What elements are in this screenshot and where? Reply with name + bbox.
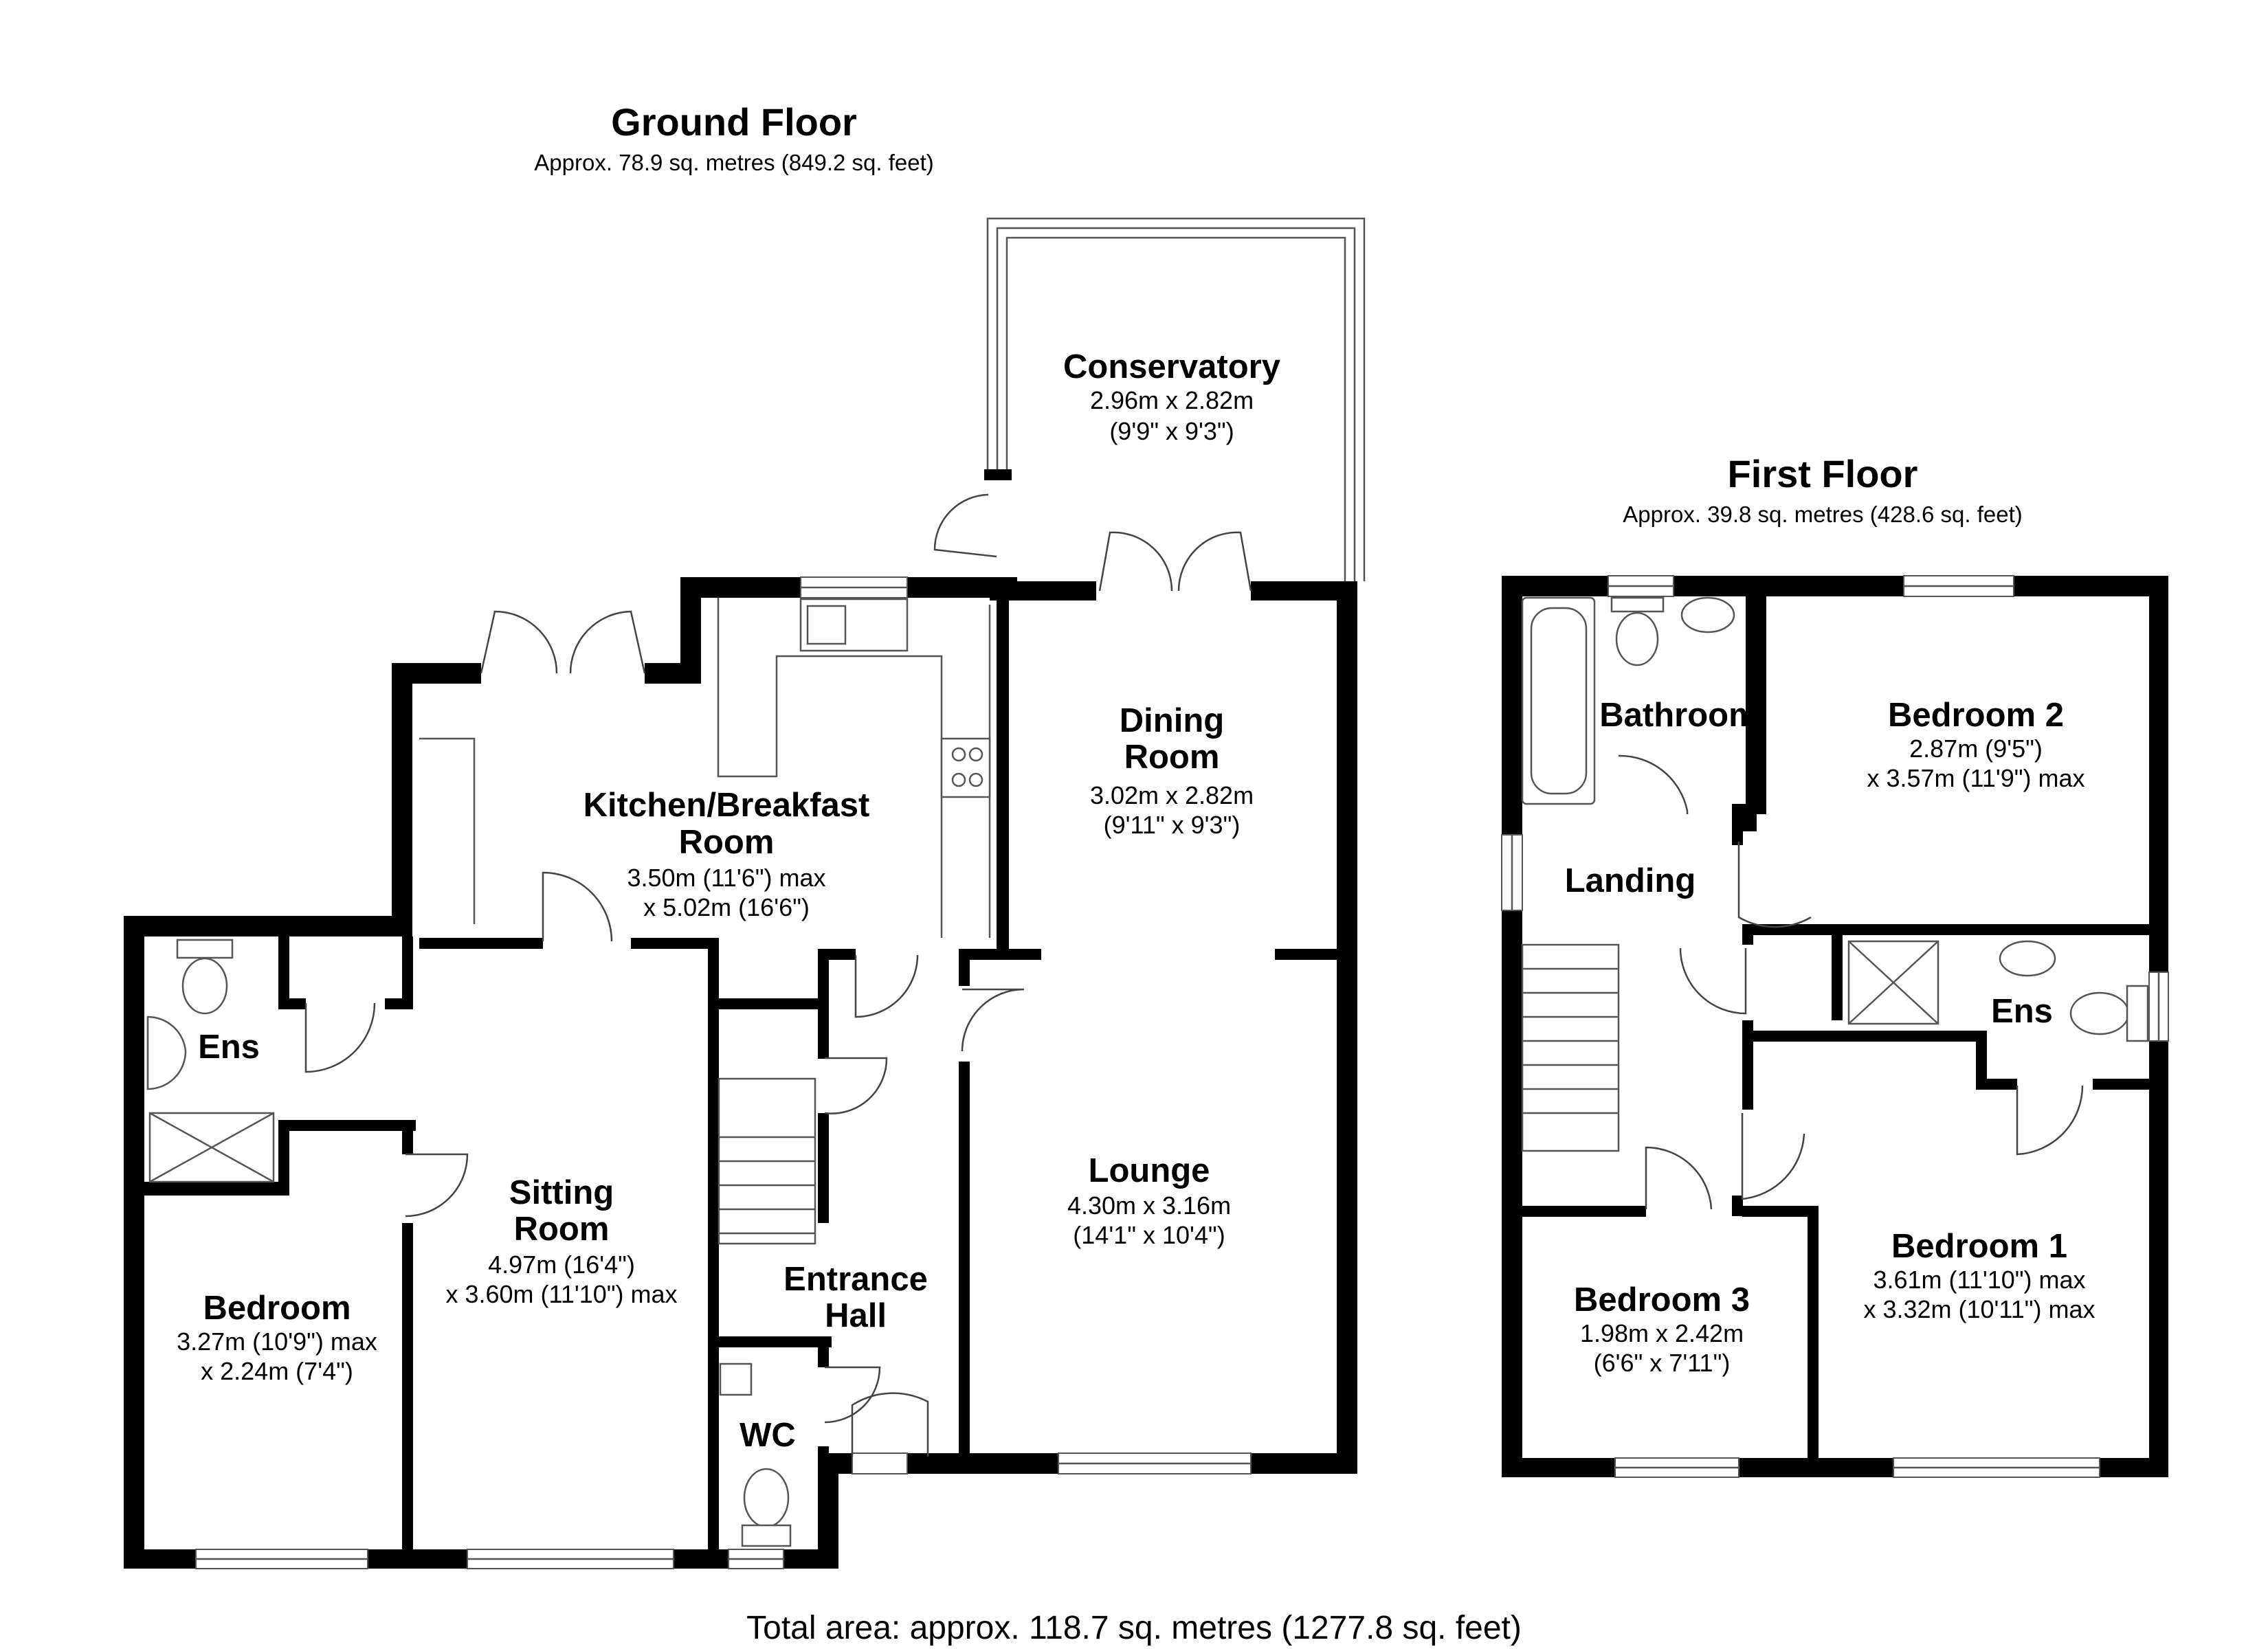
room-lounge: Lounge 4.30m x 3.16m (14'1" x 10'4") [1067, 1152, 1231, 1249]
room-ensuite-ground: Ens [198, 1029, 260, 1066]
first-windows [1501, 575, 2169, 1478]
room-dimensions: 4.30m x 3.16m [1067, 1191, 1231, 1220]
ground-floor-title: Ground Floor [611, 100, 857, 144]
room-dimensions: x 3.32m (10'11") max [1863, 1295, 2095, 1323]
room-name: WC [740, 1417, 796, 1454]
ground-windows [195, 576, 1252, 1569]
room-dimensions: x 3.57m (11'9") max [1867, 764, 2084, 792]
room-name: Landing [1565, 862, 1696, 899]
ground-floor-heading: Ground Floor Approx. 78.9 sq. metres (84… [534, 100, 933, 175]
room-dimensions: 3.50m (11'6") max [627, 864, 825, 892]
room-name: Hall [825, 1297, 887, 1334]
first-floor-heading: First Floor Approx. 39.8 sq. metres (428… [1623, 452, 2022, 527]
room-name: Dining [1120, 702, 1224, 739]
room-dimensions: x 3.60m (11'10") max [445, 1280, 677, 1308]
room-sitting: Sitting Room 4.97m (16'4") x 3.60m (11'1… [445, 1174, 677, 1308]
room-dimensions: 2.96m x 2.82m [1090, 386, 1254, 414]
room-name: Bedroom 1 [1891, 1228, 2067, 1265]
conservatory-frame [984, 217, 1366, 581]
first-doors [1618, 754, 2084, 1210]
ground-floor-plan: Ground Floor Approx. 78.9 sq. metres (84… [124, 100, 1366, 1569]
room-dimensions: x 5.02m (16'6") [643, 893, 810, 921]
room-dimensions: 3.61m (11'10") max [1873, 1266, 2085, 1294]
room-dining: Dining Room 3.02m x 2.82m (9'11" x 9'3") [1090, 702, 1254, 839]
room-name: Lounge [1089, 1152, 1210, 1189]
total-area: Total area: approx. 118.7 sq. metres (12… [746, 1610, 1522, 1646]
room-name: Kitchen/Breakfast [583, 787, 870, 824]
room-name: Conservatory [1063, 348, 1280, 385]
first-floor-plan: First Floor Approx. 39.8 sq. metres (428… [1501, 452, 2169, 1478]
room-name: Bedroom [203, 1290, 351, 1327]
room-dimensions: 4.97m (16'4") [488, 1250, 635, 1279]
room-dimensions: (6'6" x 7'11") [1594, 1349, 1731, 1377]
ground-floor-area: Approx. 78.9 sq. metres (849.2 sq. feet) [534, 150, 933, 175]
room-bathroom: Bathroom [1599, 697, 1758, 734]
ground-fixtures [146, 598, 991, 1547]
room-name: Room [1124, 739, 1220, 776]
room-name: Bedroom 2 [1888, 697, 2064, 734]
first-interior-walls [1515, 587, 2155, 1467]
room-name: Ens [198, 1029, 260, 1066]
ground-interior-walls [137, 581, 1344, 1553]
room-name: Bathroom [1599, 697, 1758, 734]
ground-doors [304, 493, 1252, 1457]
room-dimensions: 1.98m x 2.42m [1580, 1319, 1744, 1347]
room-landing: Landing [1565, 862, 1696, 899]
ground-exterior-walls [124, 577, 1357, 1569]
room-wc: WC [740, 1417, 796, 1454]
room-entrance-hall: Entrance Hall [783, 1261, 928, 1334]
room-name: Ens [1991, 993, 2053, 1030]
room-bedroom-ground: Bedroom 3.27m (10'9") max x 2.24m (7'4") [177, 1290, 377, 1385]
room-name: Room [514, 1211, 610, 1248]
first-floor-title: First Floor [1728, 452, 1918, 495]
room-dimensions: (9'9" x 9'3") [1109, 417, 1234, 445]
room-conservatory: Conservatory 2.96m x 2.82m (9'9" x 9'3") [1063, 348, 1280, 445]
room-dimensions: x 2.24m (7'4") [201, 1357, 353, 1385]
room-name: Bedroom 3 [1574, 1281, 1750, 1319]
room-name: Sitting [509, 1174, 614, 1211]
room-dimensions: 3.27m (10'9") max [177, 1327, 377, 1356]
room-ensuite-first: Ens [1991, 993, 2053, 1030]
room-bedroom-1: Bedroom 1 3.61m (11'10") max x 3.32m (10… [1863, 1228, 2095, 1323]
room-dimensions: (14'1" x 10'4") [1073, 1221, 1225, 1249]
room-bedroom-2: Bedroom 2 2.87m (9'5") x 3.57m (11'9") m… [1867, 697, 2084, 792]
first-floor-area: Approx. 39.8 sq. metres (428.6 sq. feet) [1623, 502, 2022, 527]
room-name: Room [679, 824, 775, 861]
first-fixtures [1521, 596, 2149, 1152]
room-kitchen: Kitchen/Breakfast Room 3.50m (11'6") max… [583, 787, 870, 921]
room-name: Entrance [783, 1261, 928, 1298]
room-dimensions: (9'11" x 9'3") [1104, 811, 1241, 839]
room-bedroom-3: Bedroom 3 1.98m x 2.42m (6'6" x 7'11") [1574, 1281, 1750, 1377]
room-dimensions: 3.02m x 2.82m [1090, 781, 1254, 809]
room-dimensions: 2.87m (9'5") [1909, 734, 2043, 763]
